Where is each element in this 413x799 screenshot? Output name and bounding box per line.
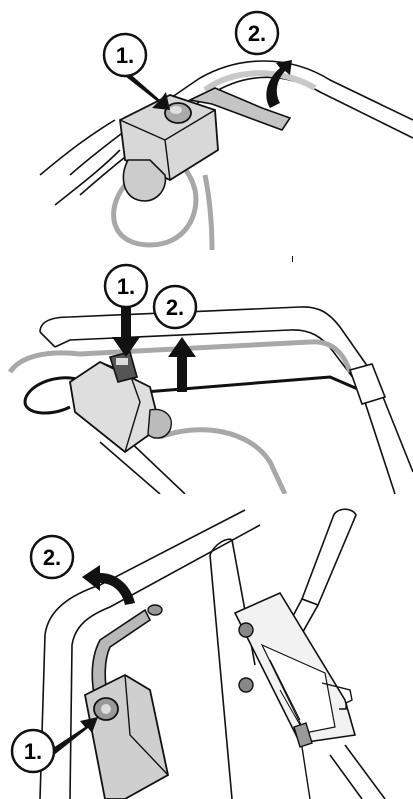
panel-3: 2. 1. [0,495,413,799]
step-badge-1: 1. [12,730,54,772]
step-badge-1: 1. [104,34,146,76]
svg-text:1.: 1. [24,739,42,764]
svg-text:2.: 2. [43,545,61,570]
handle-grip [350,364,385,404]
step-badge-1: 1. [105,265,147,307]
svg-text:1.: 1. [117,274,135,299]
arrow-2 [266,60,292,108]
arrow-2 [168,337,196,392]
handle-tube [70,61,413,175]
svg-text:2.: 2. [248,21,266,46]
panel-1: 1. 2. [0,0,413,250]
panel-2-illustration: 1. 2. [0,262,413,494]
svg-text:2.: 2. [166,295,184,320]
svg-text:1.: 1. [116,43,134,68]
step-badge-2: 2. [31,536,73,578]
panel-2: 1. 2. [0,262,413,494]
panel-1-illustration: 1. 2. [0,0,413,250]
throttle-grip [302,509,356,605]
panel-3-illustration: 2. 1. [0,495,413,799]
arrow-1 [50,717,98,755]
step-badge-2: 2. [236,12,278,54]
clamp-body [70,362,160,452]
step-badge-2: 2. [154,286,196,328]
arrow-1 [125,72,170,110]
